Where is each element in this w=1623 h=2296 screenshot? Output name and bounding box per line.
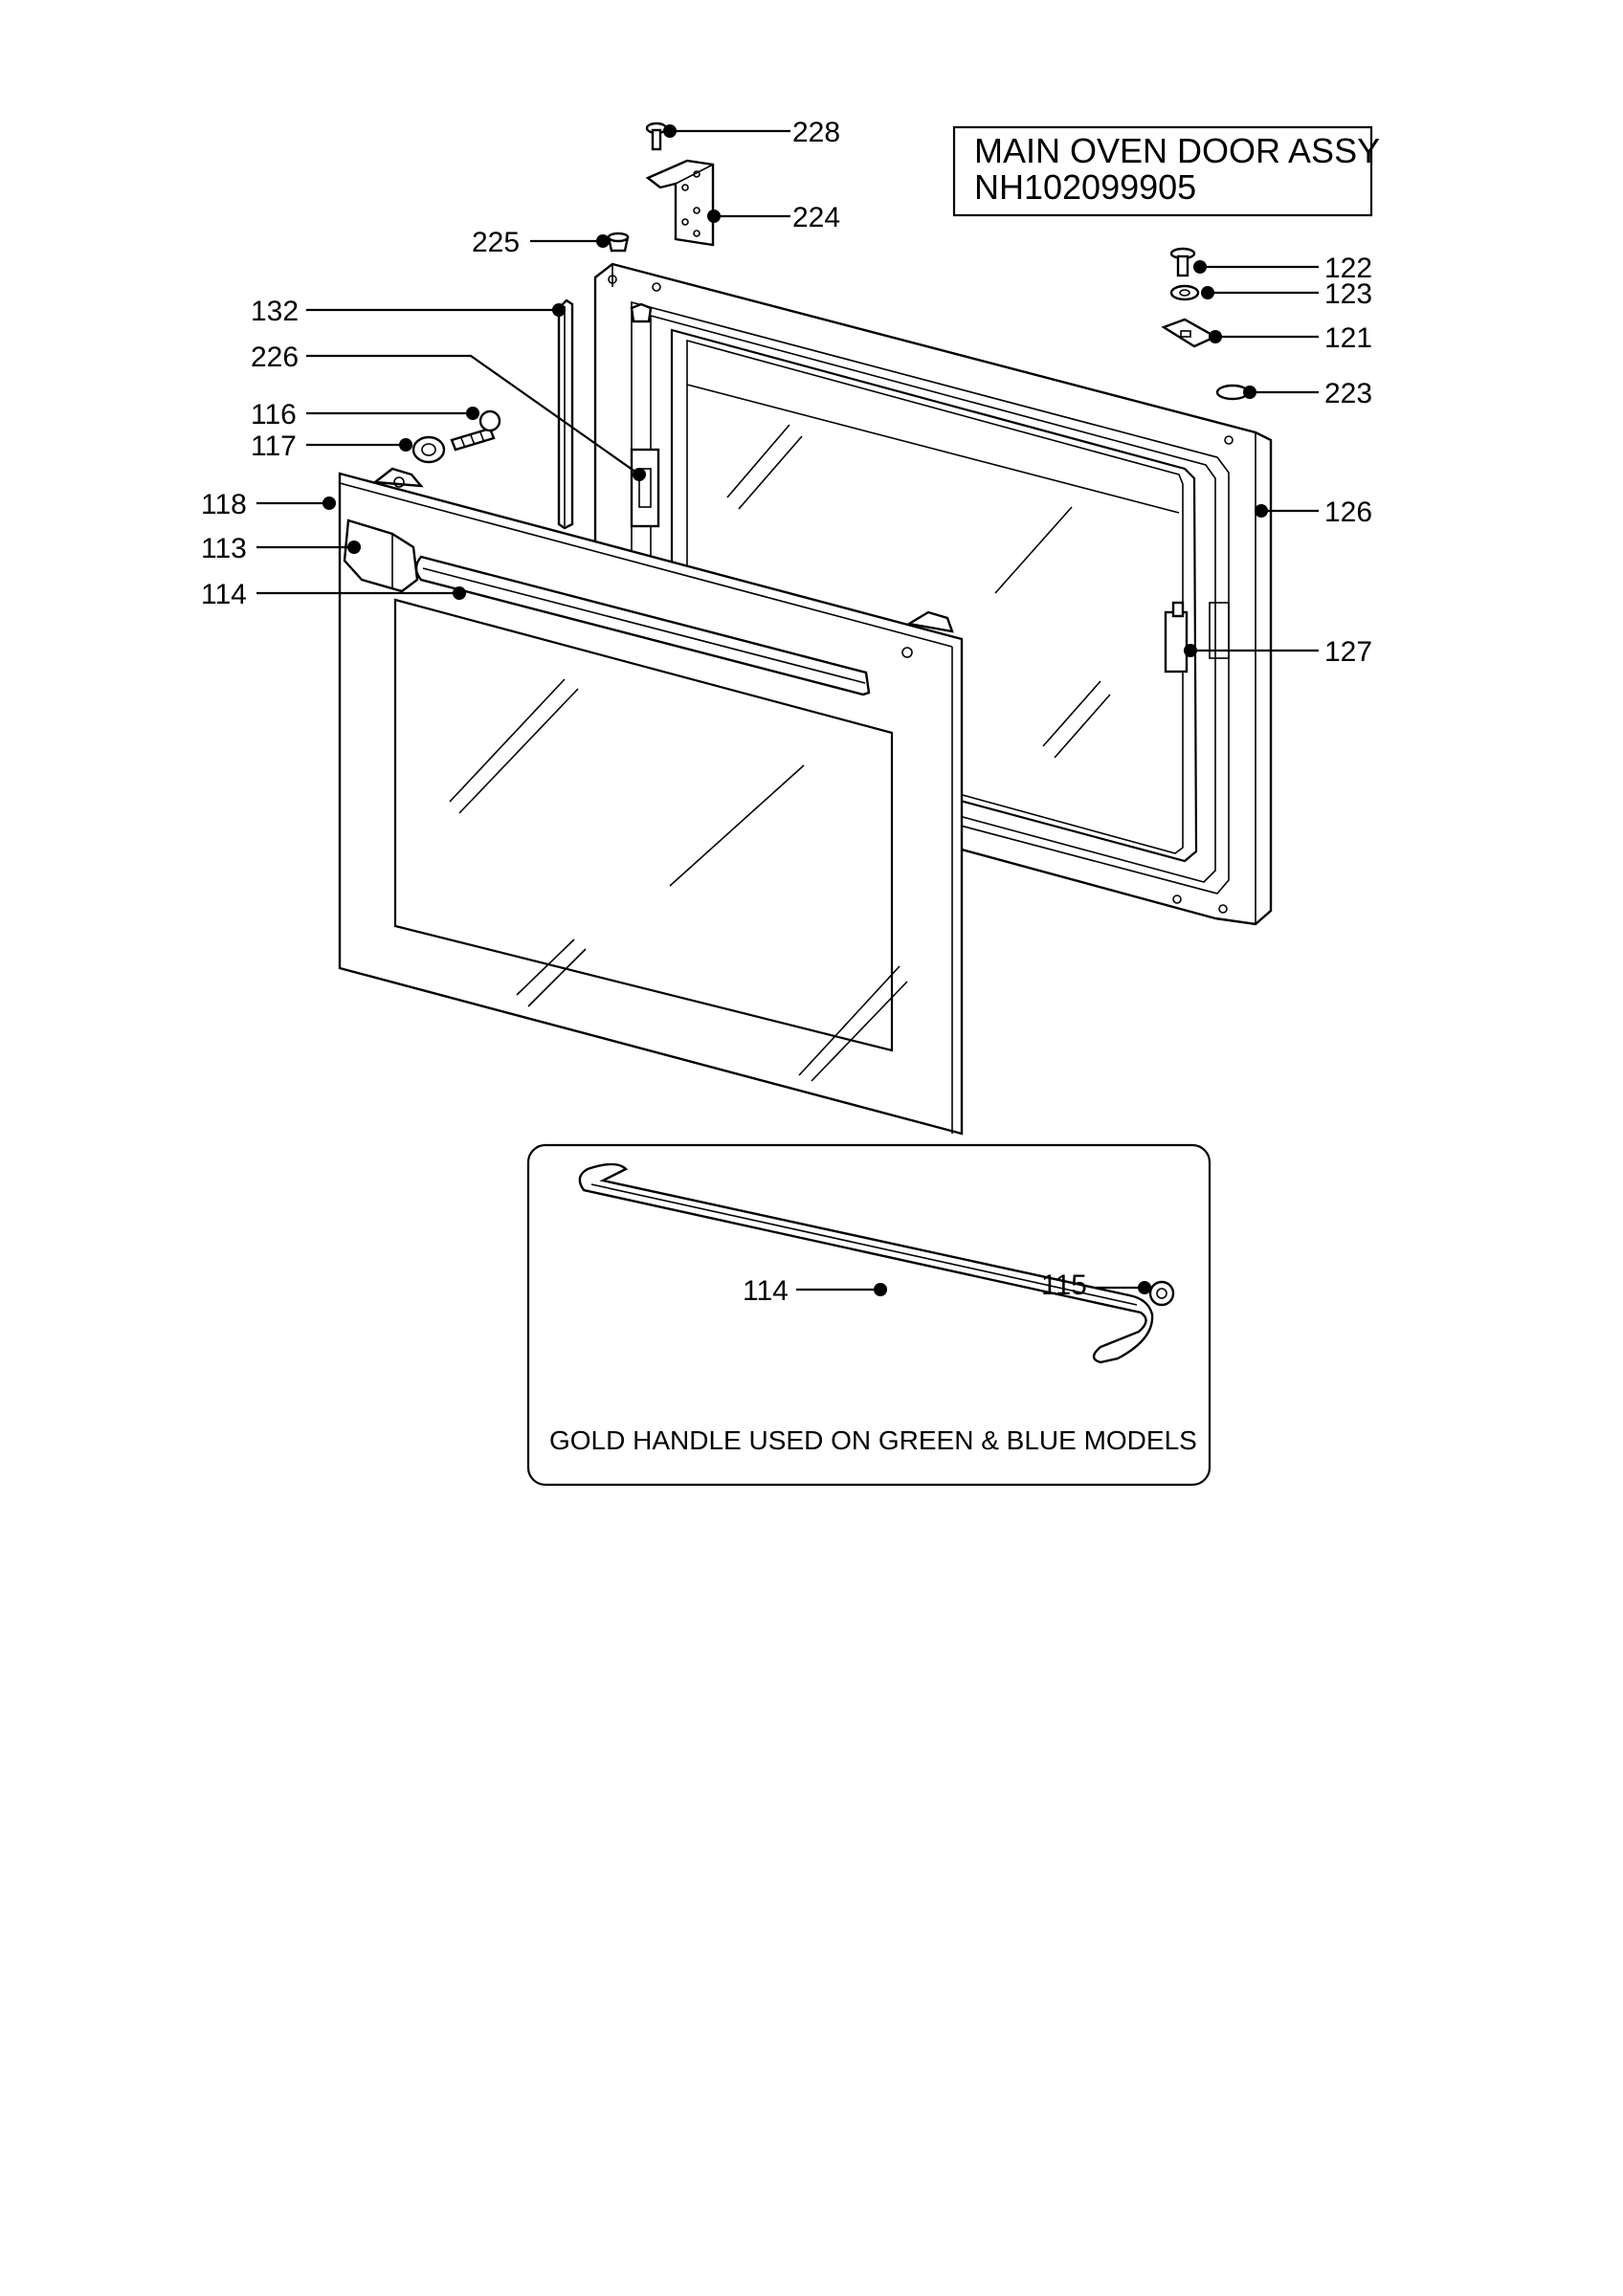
callout-226: 226 <box>251 342 299 373</box>
outer-glass-window <box>393 598 894 1052</box>
callout-122: 122 <box>1324 253 1372 284</box>
outer-door-panel <box>338 467 964 1136</box>
cap-225 <box>607 232 630 253</box>
title-line-2: NH102099905 <box>974 167 1196 207</box>
handle-bracket <box>343 519 419 593</box>
callout-115: 115 <box>1041 1269 1087 1301</box>
screw-228 <box>645 121 668 151</box>
callout-127: 127 <box>1324 636 1372 668</box>
inset-note: GOLD HANDLE USED ON GREEN & BLUE MODELS <box>549 1425 1197 1455</box>
clip-121 <box>1161 318 1218 348</box>
inset-frame <box>526 1143 1212 1487</box>
title-line-1: MAIN OVEN DOOR ASSY <box>974 131 1380 170</box>
callout-223: 223 <box>1324 378 1372 409</box>
callout-123: 123 <box>1324 278 1372 310</box>
small-parts <box>411 121 1250 464</box>
callout-228: 228 <box>792 117 840 148</box>
screw-122 <box>1169 247 1196 277</box>
callout-117: 117 <box>251 430 297 462</box>
handle-end-cap <box>1148 1280 1175 1307</box>
callout-114-inset: 114 <box>743 1275 789 1307</box>
washer-123 <box>1169 284 1200 301</box>
outer-door-outline <box>338 472 964 1136</box>
callout-225: 225 <box>472 227 520 258</box>
side-slot-plate <box>630 448 660 528</box>
gold-handle <box>578 1162 1154 1364</box>
callout-116: 116 <box>251 399 297 430</box>
callout-121: 121 <box>1324 322 1372 354</box>
title-box: MAIN OVEN DOOR ASSY NH102099905 <box>952 125 1380 217</box>
title-frame <box>952 125 1373 217</box>
callout-224: 224 <box>792 202 840 233</box>
grommet-117 <box>411 435 446 464</box>
callout-132: 132 <box>251 296 299 327</box>
leader-lines <box>256 124 1319 1296</box>
door-side-trim <box>557 298 574 530</box>
hinge-bracket-224 <box>645 159 715 247</box>
door-latch <box>1164 610 1189 673</box>
bolt-116 <box>450 409 501 452</box>
callout-labels: 228 224 225 132 226 116 117 118 113 114 … <box>201 117 1372 1307</box>
inset-panel: GOLD HANDLE USED ON GREEN & BLUE MODELS <box>526 1143 1212 1487</box>
callout-118: 118 <box>201 489 247 520</box>
callout-126: 126 <box>1324 497 1372 528</box>
callout-114: 114 <box>201 579 247 610</box>
callout-113: 113 <box>201 533 247 564</box>
